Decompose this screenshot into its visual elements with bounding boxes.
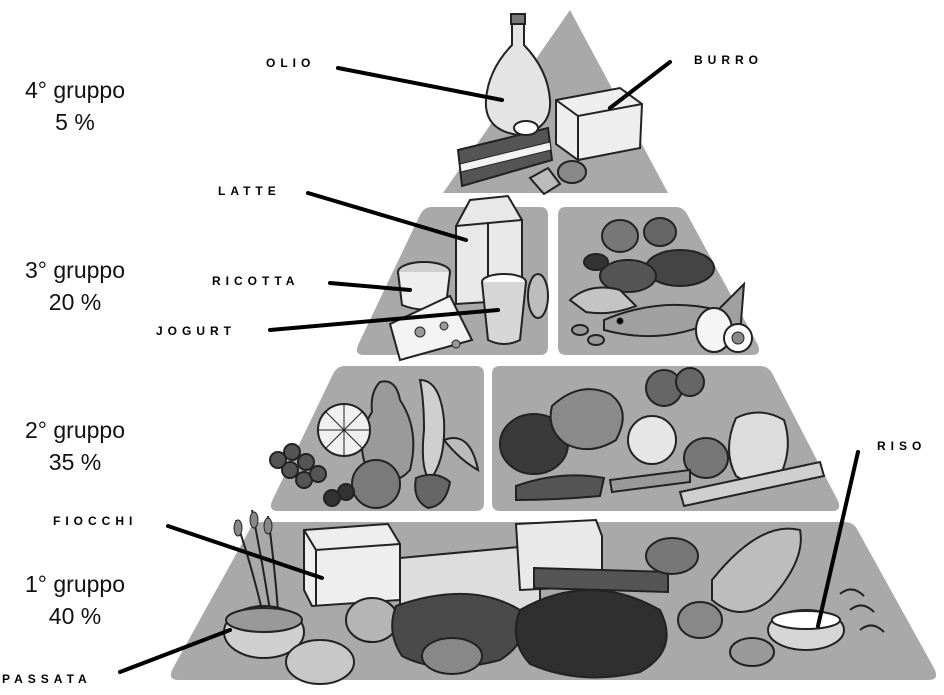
group-2-label: 2° gruppo 35 %: [0, 414, 150, 478]
cauliflower: [628, 416, 676, 464]
group-4-name: 4° gruppo: [25, 77, 125, 103]
group-2-percent: 35 %: [0, 446, 150, 478]
cherry: [324, 490, 340, 506]
apple: [352, 460, 400, 508]
potato: [346, 598, 398, 642]
wheat-grain: [234, 520, 242, 536]
extra-cup: [528, 274, 548, 318]
group-1-percent: 40 %: [0, 600, 150, 632]
bean: [572, 325, 588, 335]
oil-bottle-cap: [511, 14, 525, 24]
group-2-name: 2° gruppo: [25, 417, 125, 443]
grape: [310, 466, 326, 482]
group-4-percent: 5 %: [0, 106, 150, 138]
potato: [730, 638, 774, 666]
bowl-rim: [226, 608, 302, 632]
cereal-box: [304, 524, 400, 606]
cake-cream: [514, 121, 538, 135]
label-passata: PASSATA: [2, 672, 92, 686]
bean: [588, 335, 604, 345]
group-3-percent: 20 %: [0, 286, 150, 318]
yogurt-cup-body: [482, 282, 526, 344]
round-bread-loaf: [516, 590, 667, 677]
egg-yolk: [732, 332, 744, 344]
bread-roll: [286, 640, 354, 684]
egg-shape: [558, 161, 586, 183]
walnut: [644, 218, 676, 246]
oil-bottle: [486, 18, 550, 135]
butter-block: [556, 88, 642, 160]
cheese-hole: [452, 340, 460, 348]
group-4-label: 4° gruppo 5 %: [0, 74, 150, 138]
fish-eye: [617, 318, 623, 324]
wheat-grain: [264, 518, 272, 534]
label-burro: BURRO: [694, 53, 763, 67]
group-3-label: 3° gruppo 20 %: [0, 254, 150, 318]
label-jogurt: JOGURT: [156, 324, 236, 338]
label-ricotta: RICOTTA: [212, 274, 299, 288]
bread-roll: [422, 638, 482, 674]
legume: [584, 254, 608, 270]
cheese-hole: [440, 322, 448, 330]
grape: [298, 454, 314, 470]
lettuce: [551, 389, 623, 449]
olio-leader-line: [338, 68, 502, 100]
label-fiocchi: FIOCCHI: [53, 514, 137, 528]
rice-bowl-contents: [772, 611, 840, 629]
group-1-label: 1° gruppo 40 %: [0, 568, 150, 632]
burro-leader-line: [610, 62, 670, 108]
group-1-name: 1° gruppo: [25, 571, 125, 597]
cheese-hole: [415, 327, 425, 337]
wheat-grain: [250, 512, 258, 528]
potato: [678, 602, 722, 638]
label-riso: RISO: [877, 439, 926, 453]
label-latte: LATTE: [218, 184, 281, 198]
pasta-pack: [534, 568, 668, 592]
meat-piece: [646, 250, 714, 286]
potato: [646, 538, 698, 574]
group-3-name: 3° gruppo: [25, 257, 125, 283]
label-olio: OLIO: [266, 56, 315, 70]
broccoli: [676, 368, 704, 396]
grape: [270, 452, 286, 468]
walnut: [602, 220, 638, 252]
